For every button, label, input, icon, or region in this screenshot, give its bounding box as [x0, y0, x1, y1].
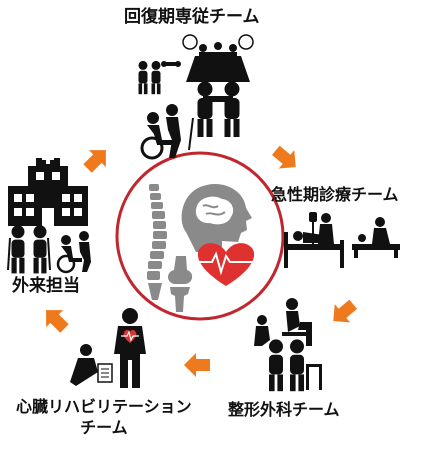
outpatient-illustration — [7, 152, 91, 274]
knee-joint-icon — [168, 256, 193, 312]
arrow-to-recovery — [79, 141, 115, 177]
recovery-team-illustration — [138, 34, 254, 160]
crutches-icon — [7, 225, 51, 274]
cardiac-team-label-line1: 心臓リハビリテーション — [16, 397, 192, 416]
ortho-team-illustration — [254, 298, 322, 392]
walker-rehab-icon — [269, 339, 322, 392]
spine-icon — [147, 184, 167, 300]
wheelchair-icon — [140, 104, 181, 160]
massage-therapy-icon — [352, 217, 400, 258]
patient-heart-icon — [114, 308, 146, 388]
cardiac-team-illustration — [70, 308, 146, 388]
hospital-bed-icon — [284, 212, 344, 268]
ortho-team-label: 整形外科チーム — [228, 400, 340, 419]
cardiac-team-label: 心臓リハビリテーション チーム — [16, 397, 192, 439]
arrow-to-outpatient — [37, 301, 73, 337]
brain-head-icon — [181, 183, 252, 252]
arrow-to-cardiac — [184, 353, 210, 377]
reading-patient-icon — [70, 344, 113, 386]
hospital-building-icon — [8, 152, 88, 226]
knee-therapy-icon — [254, 298, 312, 346]
heart-ecg-icon — [197, 243, 255, 286]
acute-team-label: 急性期診療チーム — [271, 185, 399, 204]
outpatient-label: 外来担当 — [12, 276, 80, 296]
meeting-icon — [182, 34, 254, 82]
acute-team-illustration — [284, 212, 400, 268]
wheelchair-assist-icon — [56, 231, 91, 274]
arrow-to-acute — [268, 141, 304, 177]
walking-cane-icon — [188, 81, 240, 151]
arrow-to-ortho — [325, 295, 361, 331]
cardiac-team-label-line2: チーム — [80, 417, 128, 437]
recovery-team-label: 回復期専従チーム — [124, 7, 260, 27]
exercise-group-icon — [138, 60, 181, 95]
